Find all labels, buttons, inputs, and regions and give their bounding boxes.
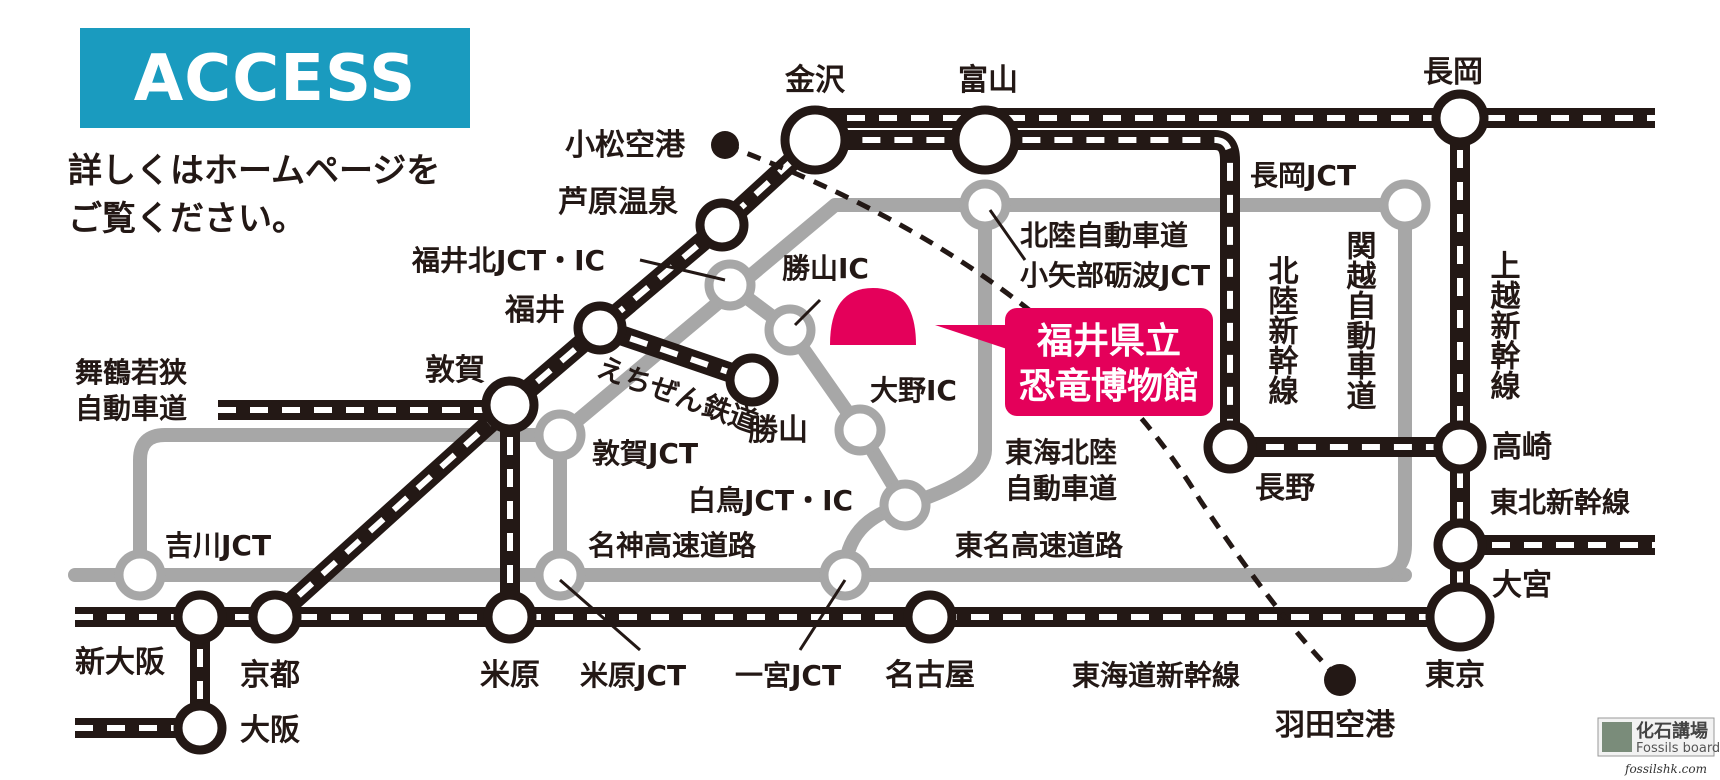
line-label-meishin: 名神高速道路 <box>588 529 757 562</box>
line-label-tomei: 東名高速道路 <box>955 529 1124 562</box>
komatsu-airport-marker <box>711 131 739 159</box>
leader-lines <box>559 209 1027 652</box>
airport-label-komatsu: 小松空港 <box>565 128 686 163</box>
museum-name-line2: 恐竜博物館 <box>1019 365 1199 407</box>
line-label-tohoku: 東北新幹線 <box>1490 486 1630 519</box>
station-nodes <box>173 89 1495 755</box>
jct-label-ichinomiya: 一宮JCT <box>735 659 841 692</box>
station-label-nagaoka: 長岡 <box>1423 55 1483 90</box>
access-title: ACCESS <box>134 42 417 116</box>
line-label-kanetsu: 関越自動車道 <box>1341 230 1377 411</box>
station-label-osaka: 大阪 <box>240 713 300 748</box>
jct-label-yoshikawa: 吉川JCT <box>165 529 271 562</box>
chubu-jukan-expressway <box>723 278 912 512</box>
hokuriku-expressway-diagonal <box>553 198 1412 442</box>
rail-network <box>75 108 1655 738</box>
jct-label-tsuruga: 敦賀JCT <box>592 437 698 470</box>
instructions-line2: ご覧ください。 <box>68 199 306 239</box>
jct-label-maibara: 米原JCT <box>580 659 686 692</box>
jct-label-shirotori: 白鳥JCT・IC <box>688 484 853 517</box>
line-label-tokai-hokuriku-1: 東海北陸 <box>1005 436 1117 469</box>
station-label-maibara: 米原 <box>480 658 540 693</box>
line-label-maizuru-1: 舞鶴若狭 <box>75 356 187 389</box>
station-label-awara-onsen: 芦原温泉 <box>558 185 678 220</box>
station-label-katsuyama: 勝山 <box>748 413 808 448</box>
airport-label-haneda: 羽田空港 <box>1275 708 1396 743</box>
haneda-airport-marker <box>1324 664 1356 696</box>
jct-label-fukui-kita: 福井北JCT・IC <box>411 244 605 277</box>
line-label-tokaido: 東海道新幹線 <box>1072 659 1240 692</box>
instructions-line1: 詳しくはホームページを <box>68 151 440 191</box>
line-label-maizuru-2: 自動車道 <box>75 392 187 425</box>
jct-label-ono-ic: 大野IC <box>870 374 957 407</box>
watermark-sub: Fossils board <box>1636 741 1720 756</box>
station-label-nagano: 長野 <box>1255 471 1315 506</box>
station-label-nagoya: 名古屋 <box>885 658 975 693</box>
maizuru-loop-highway <box>133 428 567 582</box>
museum-name-line1: 福井県立 <box>1036 321 1181 362</box>
line-label-joetsu: 上越新幹線 <box>1485 250 1521 400</box>
station-label-toyama: 富山 <box>958 63 1018 98</box>
kanetsu-expressway <box>1368 198 1412 582</box>
junction-labels: 福井北JCT・IC 勝山IC 大野IC 敦賀JCT 白鳥JCT・IC 吉川JCT… <box>165 159 1356 692</box>
museum-callout: 福井県立 恐竜博物館 <box>935 308 1213 416</box>
watermark-name: 化石講場 <box>1636 720 1708 742</box>
jct-label-nagaoka: 長岡JCT <box>1250 159 1356 192</box>
station-label-takasaki: 高崎 <box>1492 430 1552 465</box>
station-label-kyoto: 京都 <box>240 658 300 693</box>
station-label-shin-osaka: 新大阪 <box>75 645 165 680</box>
station-label-kanazawa: 金沢 <box>784 63 846 98</box>
access-header-box <box>80 28 470 128</box>
highway-junction-nodes <box>114 179 1431 601</box>
station-label-fukui: 福井 <box>504 293 565 328</box>
flight-route-dashed <box>724 142 1342 682</box>
jct-label-katsuyama-ic: 勝山IC <box>782 252 869 285</box>
museum-location-marker <box>830 288 916 345</box>
line-label-hokuriku-shinkansen: 北陸新幹線 <box>1263 255 1299 405</box>
jct-label-oyabe-tonami: 小矢部砺波JCT <box>1020 259 1210 292</box>
station-labels: 金沢 富山 長岡 芦原温泉 福井 敦賀 勝山 長野 高崎 大宮 東京 新大阪 京… <box>75 55 1552 748</box>
line-label-tokai-hokuriku-2: 自動車道 <box>1005 472 1117 505</box>
jct-label-hokuriku-expressway: 北陸自動車道 <box>1020 219 1188 252</box>
station-label-tokyo: 東京 <box>1425 658 1485 693</box>
station-label-omiya: 大宮 <box>1492 568 1552 603</box>
watermark-logo: 化石講場 Fossils board fossilshk.com <box>1597 717 1720 776</box>
station-label-tsuruga: 敦賀 <box>425 353 485 388</box>
watermark-url: fossilshk.com <box>1624 762 1707 776</box>
